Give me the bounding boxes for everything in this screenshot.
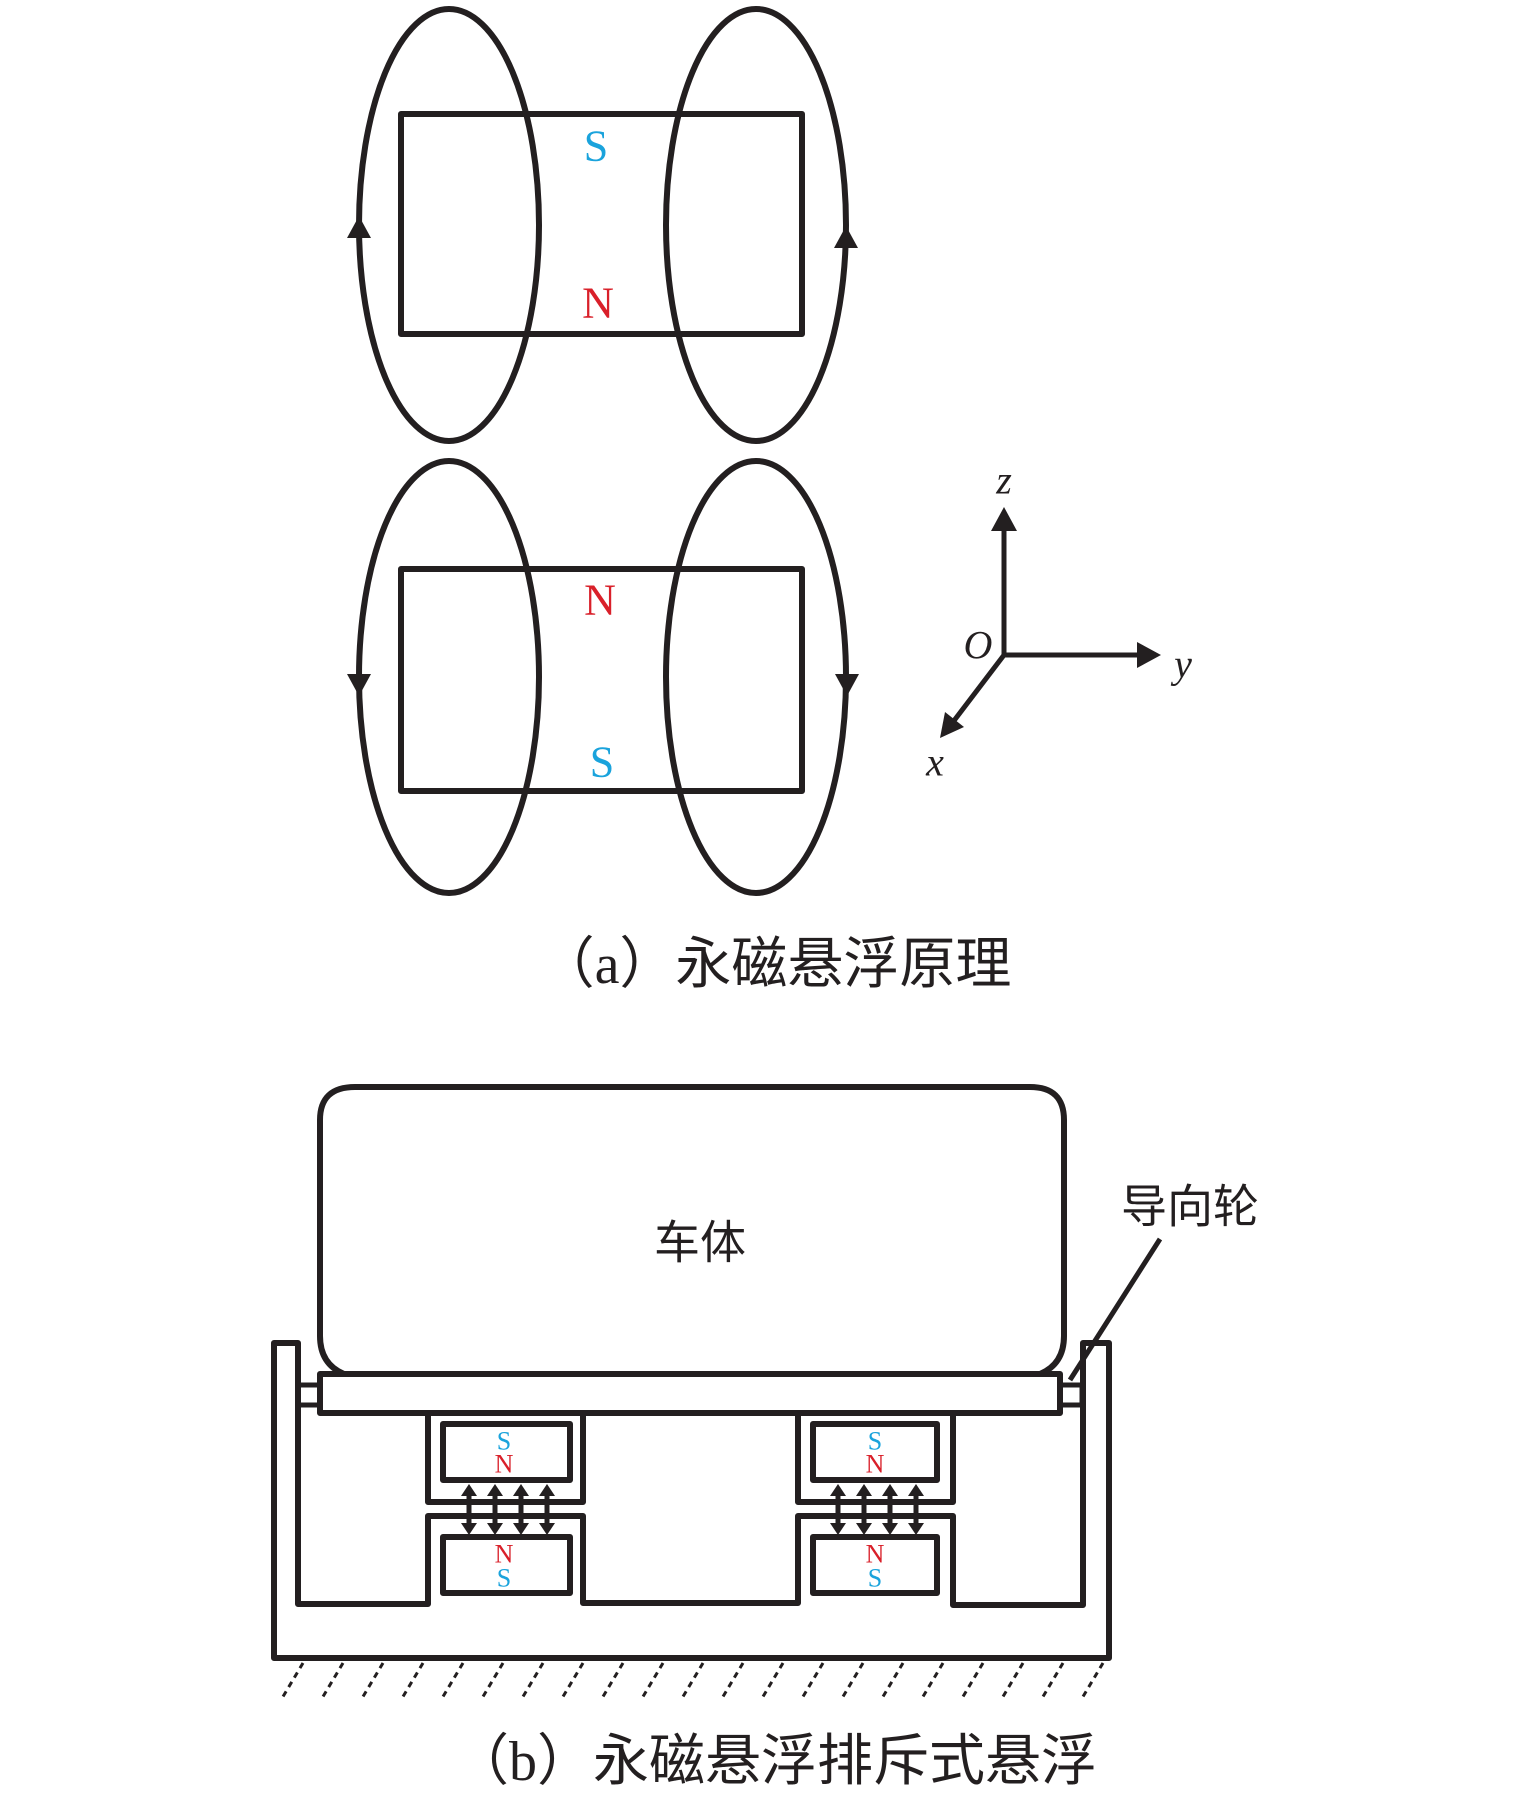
pole-label-south: S [868,1427,882,1456]
hatch-line [679,1662,705,1701]
car-body-label: 车体 [654,1218,746,1269]
guide-wheel-label: 导向轮 [1121,1182,1259,1233]
vehicle-magnet-right [810,1421,940,1483]
upper-magnet [398,111,805,337]
vehicle-housing-right [795,1413,956,1505]
hatch-line [439,1662,465,1701]
field-line-left-upper [356,6,542,444]
guide-wheel-left [295,1382,323,1408]
repulsion-double-arrow-icon [513,1484,529,1535]
vehicle-housing-left [425,1413,586,1505]
repulsion-double-arrow-icon [461,1484,477,1535]
hatch-line [559,1662,585,1701]
field-line-right-lower [663,458,849,896]
hatch-line [959,1662,985,1701]
repulsion-double-arrow-icon [882,1484,898,1535]
repulsion-double-arrow-icon [487,1484,503,1535]
pole-label-north: N [495,1540,514,1569]
axis-label-x: x [925,740,944,785]
x-arrow-icon [940,712,964,738]
lower-magnet [398,566,805,794]
figure-b: 车体 S N N S S N N S 导向轮 （b）永磁悬浮排斥式悬浮 [271,1084,1259,1793]
hatch-line [759,1662,785,1701]
guide-wheel-leader-line [1067,1237,1163,1382]
repulsion-double-arrow-icon [908,1484,924,1535]
hatch-line [719,1662,745,1701]
hatch-line [799,1662,825,1701]
hatch-line [1079,1662,1105,1701]
chassis-platform [317,1371,1063,1416]
repulsion-double-arrow-icon [830,1484,846,1535]
hatch-line [479,1662,505,1701]
arrow-up-icon [834,226,858,248]
upper-magnet-group: S N [347,6,858,444]
repulsion-double-arrow-icon [539,1484,555,1535]
axis-label-z: z [995,458,1012,503]
pole-label-north: N [866,1450,885,1479]
track-magnet-left [440,1534,573,1596]
pole-label-north: N [495,1450,514,1479]
caption-a: （a）永磁悬浮原理 [539,934,1012,996]
x-axis [951,653,1006,724]
pole-label-north: N [582,279,614,328]
pole-label-south: S [590,738,614,787]
axis-label-y: y [1170,642,1192,687]
coordinate-axes: z O y x [925,458,1192,785]
pole-label-south: S [584,122,608,171]
hatch-line [359,1662,385,1701]
arrow-down-icon [347,674,371,696]
track-magnet-right [810,1534,940,1596]
ground-hatching [279,1662,1105,1701]
hatch-line [919,1662,945,1701]
hatch-line [399,1662,425,1701]
pole-label-north: N [584,576,616,625]
vehicle-magnet-left [440,1421,573,1483]
hatch-line [319,1662,345,1701]
guide-wheel-right [1057,1382,1085,1408]
repulsion-arrows-right [830,1484,924,1535]
repulsion-double-arrow-icon [856,1484,872,1535]
hatch-line [999,1662,1025,1701]
hatch-line [879,1662,905,1701]
arrow-up-icon [347,216,371,238]
hatch-line [279,1662,305,1701]
pole-label-south: S [868,1564,882,1593]
axis-label-origin: O [964,623,993,668]
guideway-track [271,1340,1112,1661]
pole-label-south: S [497,1564,511,1593]
hatch-line [839,1662,865,1701]
caption-b: （b）永磁悬浮排斥式悬浮 [453,1731,1097,1793]
figure-a: S N N S z O y x （a）永磁悬浮原理 [347,6,1192,996]
hatch-line [599,1662,625,1701]
pole-label-north: N [866,1540,885,1569]
z-arrow-icon [991,507,1017,531]
field-line-left-lower [356,458,542,896]
hatch-line [1039,1662,1065,1701]
hatch-line [519,1662,545,1701]
lower-magnet-group: N S [347,458,859,896]
arrow-down-icon [835,674,859,696]
field-line-right-upper [663,6,849,444]
y-arrow-icon [1137,642,1161,668]
repulsion-arrows-left [461,1484,555,1535]
hatch-line [639,1662,665,1701]
pole-label-south: S [497,1427,511,1456]
